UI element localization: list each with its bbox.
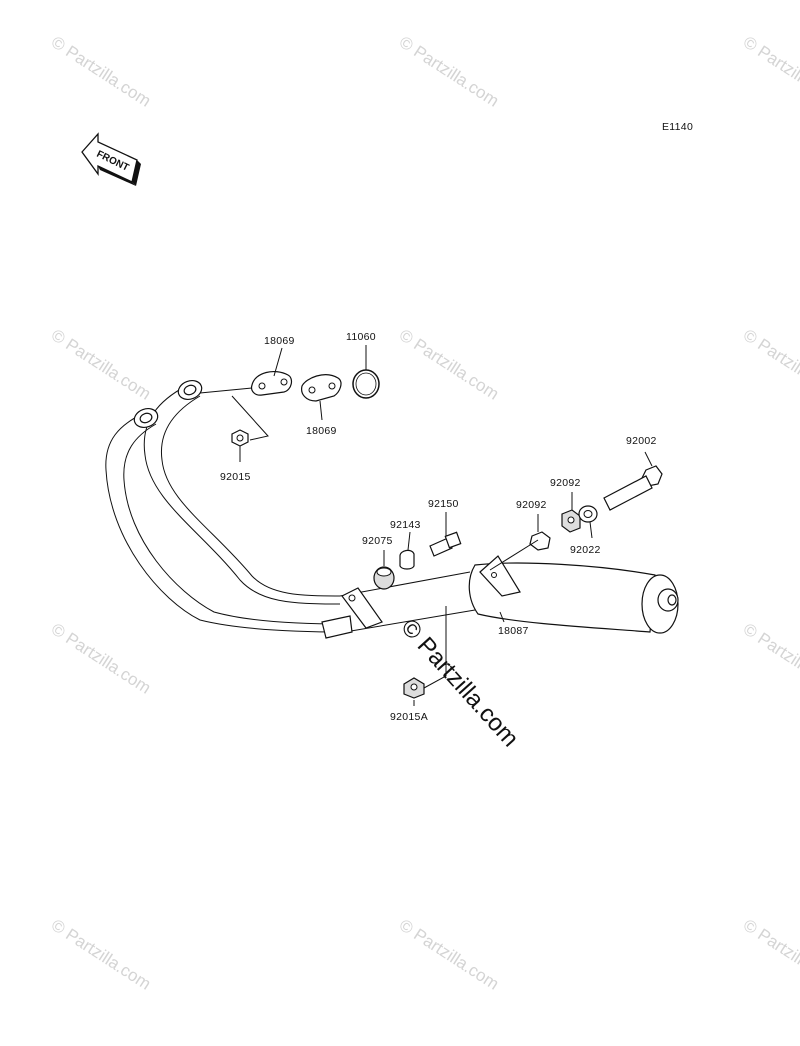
bolt-92150 [429, 531, 462, 557]
front-arrow-icon: FRONT [81, 132, 141, 186]
collar-92092-left [529, 531, 551, 551]
part-label-92143[interactable]: 92143 [390, 519, 421, 531]
watermark-text: © Partzilla.com [48, 915, 154, 993]
watermark-text: © Partzilla.com [48, 325, 154, 403]
part-label-18069-bottom[interactable]: 18069 [306, 425, 337, 437]
watermark-text: © Partzilla.com [396, 915, 502, 993]
leader-lines [199, 345, 653, 706]
part-label-92150[interactable]: 92150 [428, 498, 459, 510]
watermark-text: © Partzilla.com [396, 32, 502, 110]
exhaust-clamp-18069-top [250, 371, 293, 396]
part-label-92015A[interactable]: 92015A [390, 711, 428, 723]
exhaust-header-pipes [105, 379, 476, 639]
watermark-text: © Partzilla.com [48, 619, 154, 697]
part-labels: 18069 11060 18069 92015 92002 92092 9209… [220, 331, 657, 723]
grommet-92075 [373, 566, 395, 590]
part-label-92002[interactable]: 92002 [626, 435, 657, 447]
nut-92015 [231, 429, 249, 447]
watermark-text: © Partzilla.com [396, 325, 502, 403]
part-label-18087[interactable]: 18087 [498, 625, 529, 637]
gasket-11060 [352, 369, 380, 399]
watermark-text: © Partzilla.com [740, 619, 800, 697]
bolt-92002 [603, 465, 663, 511]
part-label-92075[interactable]: 92075 [362, 535, 393, 547]
washer-92022 [578, 505, 598, 523]
diagram-code: E1140 [662, 121, 693, 133]
nut-92092-top [561, 509, 581, 533]
part-label-18069-top[interactable]: 18069 [264, 335, 295, 347]
watermark-text: © Partzilla.com [740, 915, 800, 993]
collar-92143 [399, 549, 415, 570]
part-label-92092-top[interactable]: 92092 [550, 477, 581, 489]
muffler-18087 [468, 555, 679, 634]
exhaust-clamp-18069-bottom [301, 374, 342, 402]
watermark-text: © Partzilla.com [48, 32, 154, 110]
watermark-text: © Partzilla.com [740, 32, 800, 110]
part-label-92022[interactable]: 92022 [570, 544, 601, 556]
part-label-11060[interactable]: 11060 [346, 331, 376, 343]
nut-92015A [403, 677, 425, 699]
part-label-92092-left[interactable]: 92092 [516, 499, 547, 511]
watermark-text: © Partzilla.com [740, 325, 800, 403]
watermark-grid: © Partzilla.com © Partzilla.com © Partzi… [48, 32, 800, 993]
part-label-92015[interactable]: 92015 [220, 471, 251, 483]
